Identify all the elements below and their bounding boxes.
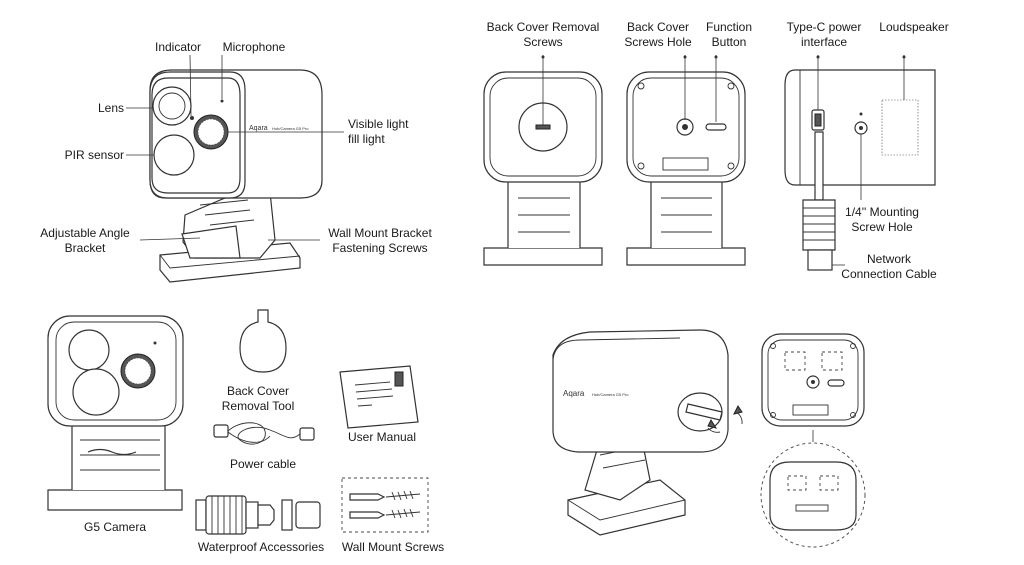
user-manual-illustration [339, 365, 419, 429]
installation-camera-illustration: Aqara Hub/Camera G5 Pro [552, 329, 743, 536]
front-camera-illustration: Aqara Hub/Camera G5 Pro [126, 54, 344, 283]
side-view-illustration [784, 55, 936, 271]
back-cover-hole-label: Back Cover Screws Hole [624, 20, 692, 49]
back-cover-screws-label: Back Cover Removal Screws [486, 20, 600, 49]
removal-tool-illustration [239, 309, 287, 373]
svg-text:Aqara: Aqara [249, 125, 268, 132]
svg-text:Hub/Camera G5 Pro: Hub/Camera G5 Pro [592, 392, 629, 397]
wall-mount-screws-label: Wall Mount Bracket Fastening Screws [328, 226, 432, 255]
wall-screws-label: Wall Mount Screws [341, 540, 445, 554]
microphone-label: Microphone [222, 40, 286, 54]
loudspeaker-label: Loudspeaker [879, 20, 949, 34]
svg-text:Hub/Camera G5 Pro: Hub/Camera G5 Pro [272, 126, 309, 131]
indicator-label: Indicator [154, 40, 202, 54]
lens-label: Lens [97, 101, 124, 115]
function-button-label: Function Button [705, 20, 753, 49]
removal-tool-label: Back Cover Removal Tool [221, 384, 295, 413]
g5-camera-label: G5 Camera [83, 520, 147, 534]
waterproof-accessories-illustration [195, 495, 321, 535]
power-cable-illustration [213, 422, 315, 445]
power-cable-label: Power cable [229, 457, 297, 471]
mounting-hole-label: 1/4'' Mounting Screw Hole [845, 205, 919, 234]
type-c-label: Type-C power interface [786, 20, 862, 49]
installation-back-view-illustration [760, 333, 866, 548]
wall-screws-illustration [341, 477, 429, 533]
waterproof-label: Waterproof Accessories [197, 540, 325, 554]
adjustable-bracket-label: Adjustable Angle Bracket [40, 226, 130, 255]
svg-text:Aqara: Aqara [563, 389, 585, 398]
back-cover-illustration-1 [483, 55, 603, 266]
network-cable-label: Network Connection Cable [841, 252, 937, 281]
pir-sensor-label: PIR sensor [64, 148, 124, 162]
back-cover-illustration-2 [626, 55, 746, 266]
visible-light-label: Visible light fill light [348, 117, 409, 146]
user-manual-label: User Manual [347, 430, 417, 444]
package-camera-illustration [47, 315, 184, 511]
